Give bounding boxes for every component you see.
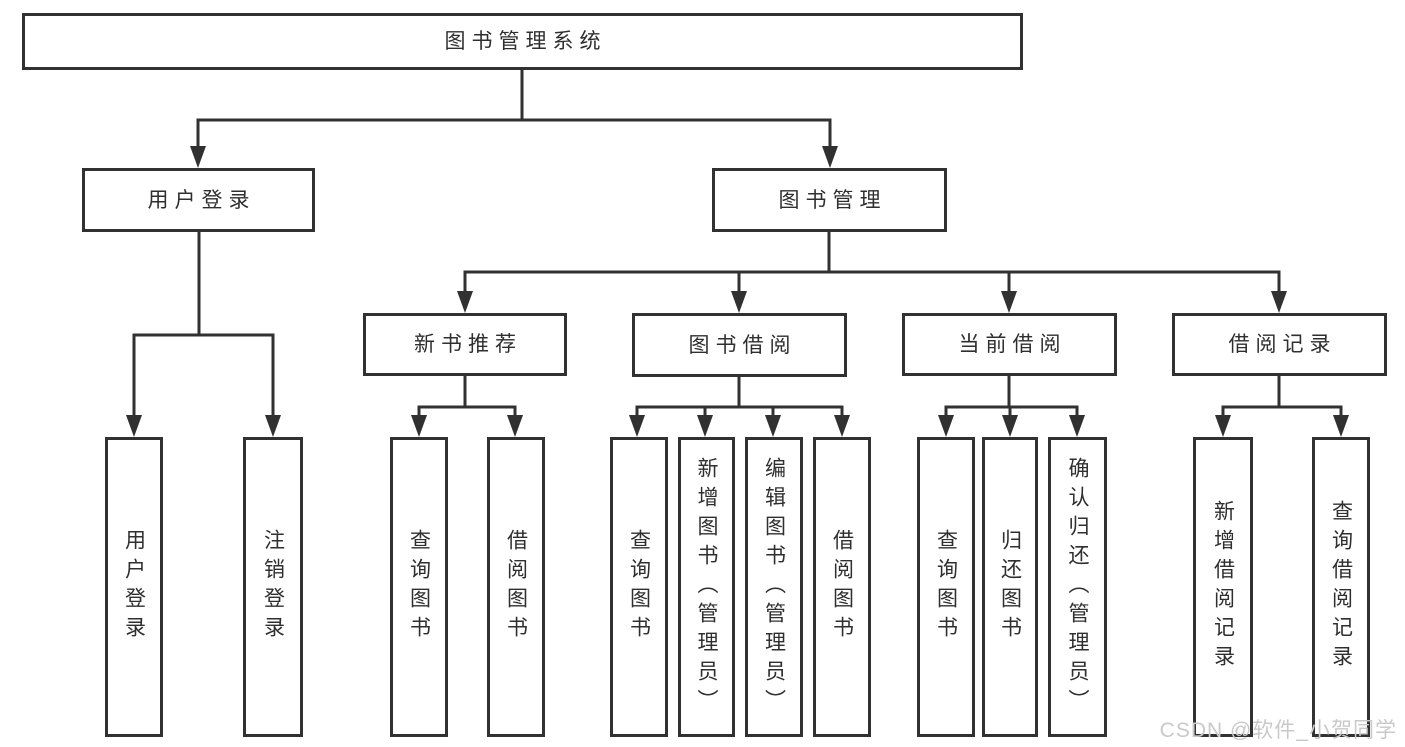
node-label: 用户登录 — [122, 529, 146, 645]
node-label: 确认归还（管理员） — [1066, 456, 1089, 718]
leaf-edit-book-admin: 编辑图书（管理员） — [745, 437, 803, 737]
leaf-query-books: 查询图书 — [610, 437, 668, 737]
node-library-system: 图书管理系统 — [22, 13, 1023, 70]
arrowhead — [190, 146, 206, 168]
edge-current-to-leaves — [944, 374, 1079, 421]
edge-login-to-leaves — [132, 230, 275, 421]
csdn-watermark: CSDN @软件_小贺同学 — [1159, 719, 1397, 742]
node-label: 注销登录 — [261, 529, 285, 645]
node-label: 借阅记录 — [1228, 333, 1337, 356]
arrowhead — [822, 146, 838, 168]
node-label: 新增借阅记录 — [1211, 500, 1235, 674]
arrowhead — [1001, 291, 1017, 313]
node-book-management: 图书管理 — [712, 168, 947, 232]
node-label: 编辑图书（管理员） — [762, 456, 786, 718]
edge-management-to-level3 — [463, 230, 1281, 297]
arrowhead — [697, 415, 713, 437]
node-label: 新增图书（管理员） — [695, 456, 718, 718]
leaf-add-borrow-record: 新增借阅记录 — [1193, 437, 1253, 737]
arrowhead — [1333, 415, 1349, 437]
arrowhead — [765, 415, 781, 437]
leaf-confirm-return-admin: 确认归还（管理员） — [1048, 437, 1107, 737]
node-label: 借阅图书 — [830, 529, 854, 645]
arrowheads — [126, 146, 1349, 437]
leaf-user-login: 用户登录 — [105, 437, 163, 737]
arrowhead — [1002, 415, 1018, 437]
edge-records-to-leaves — [1221, 374, 1343, 421]
arrowhead — [629, 415, 645, 437]
arrowhead — [507, 415, 523, 437]
leaf-add-book-admin: 新增图书（管理员） — [678, 437, 735, 737]
edge-recommend-to-leaves — [417, 374, 517, 421]
node-book-borrow: 图书借阅 — [632, 313, 847, 377]
node-label: 查询图书 — [407, 529, 431, 645]
node-label: 新书推荐 — [414, 333, 522, 356]
arrowhead — [265, 415, 281, 437]
arrowhead — [457, 291, 473, 313]
node-label: 查询图书 — [627, 529, 651, 645]
node-label: 借阅图书 — [504, 529, 528, 645]
edge-root-to-level2 — [196, 67, 832, 152]
leaf-borrow-books: 借阅图书 — [487, 437, 545, 737]
arrowhead — [1069, 415, 1085, 437]
leaf-logout: 注销登录 — [243, 437, 303, 737]
leaf-borrow-books: 借阅图书 — [813, 437, 871, 737]
leaf-query-borrow-record: 查询借阅记录 — [1312, 437, 1370, 737]
arrowhead — [834, 415, 850, 437]
node-current-borrow: 当前借阅 — [902, 313, 1117, 376]
arrowhead — [1215, 415, 1231, 437]
node-label: 用户登录 — [147, 188, 256, 212]
arrowhead — [938, 415, 954, 437]
edge-borrow-to-leaves — [635, 375, 844, 421]
arrowhead — [1271, 291, 1287, 313]
leaf-query-books: 查询图书 — [917, 437, 975, 737]
arrowhead — [126, 415, 142, 437]
node-user-login: 用户登录 — [82, 168, 315, 232]
leaf-return-book: 归还图书 — [982, 437, 1038, 737]
node-label: 查询图书 — [934, 529, 958, 645]
node-label: 图书管理系统 — [444, 30, 607, 53]
node-borrow-records: 借阅记录 — [1172, 313, 1387, 376]
node-label: 图书借阅 — [688, 333, 797, 357]
node-label: 图书管理 — [778, 188, 887, 212]
leaf-query-books: 查询图书 — [390, 437, 448, 737]
node-label: 查询借阅记录 — [1329, 500, 1353, 674]
node-new-book-recommend: 新书推荐 — [363, 313, 567, 376]
arrowhead — [411, 415, 427, 437]
arrowhead — [731, 291, 747, 313]
node-label: 当前借阅 — [958, 333, 1067, 356]
node-label: 归还图书 — [998, 529, 1022, 645]
